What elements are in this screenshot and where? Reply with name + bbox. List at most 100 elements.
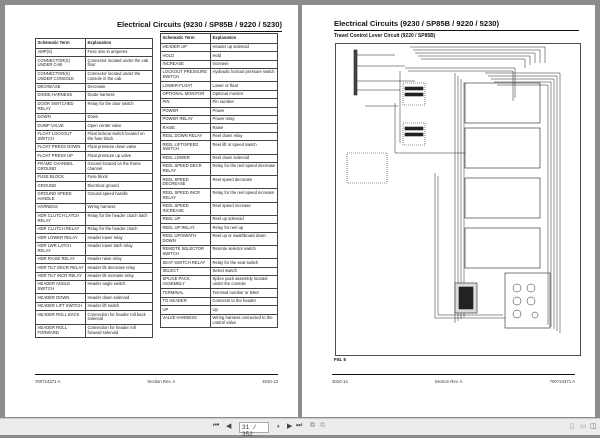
term-cell: DOWN: [35, 112, 86, 123]
term-cell: HEADER LIFT SWITCH: [35, 301, 86, 312]
explanation-cell: Reel lift or speed switch: [210, 140, 278, 155]
explanation-cell: Relay for the door switch: [85, 99, 153, 114]
explanation-cell: Reel down solenoid: [210, 153, 278, 163]
term-cell: VALVE HARNESS: [160, 313, 211, 328]
page-title: Electrical Circuits (9230 / SP85B / 9220…: [116, 20, 282, 29]
explanation-cell: Up: [210, 305, 278, 315]
term-cell: REEL SPEED DECR RELAY: [160, 161, 211, 177]
term-cell: REMOTE SELECTOR SWITCH: [160, 245, 211, 260]
figure-subtitle: Travel Control Lever Circuit (9220 / SP8…: [334, 33, 436, 39]
explanation-cell: Connector located under the console in t…: [85, 69, 153, 84]
first-page-icon[interactable]: ⏮: [213, 422, 220, 429]
two-page-view-icon[interactable]: ◫: [590, 423, 597, 430]
term-cell: HDR LOWER RELAY: [35, 233, 86, 243]
title-rule: [160, 31, 282, 32]
term-cell: HEADER ANGLE SWITCH: [35, 280, 86, 295]
explanation-cell: Lower or float: [210, 81, 278, 91]
term-cell: HOLD: [160, 51, 211, 61]
explanation-cell: Connector located under the cab floor: [85, 56, 153, 71]
page-number: 4010-14: [332, 379, 348, 384]
term-cell: FLOAT LOCKOUT SWITCH: [35, 129, 86, 144]
title-rule: [334, 30, 579, 31]
explanation-cell: Relay for the reel speed increase: [210, 188, 278, 203]
go-back-icon[interactable]: ⧉: [310, 422, 315, 429]
term-cell: REEL UP/SWATH DOWN: [160, 231, 211, 247]
explanation-cell: Reel speed increase: [210, 201, 278, 216]
term-cell: REEL DOWN RELAY: [160, 131, 211, 142]
page-right: Electrical Circuits (9230 / SP85B / 9220…: [302, 5, 595, 417]
explanation-cell: Header up solenoid: [210, 42, 278, 53]
page-left: Electrical Circuits (9230 / SP85B / 9220…: [5, 5, 298, 417]
term-cell: REEL SPEED INCREASE: [160, 201, 211, 216]
explanation-cell: Header lower latch relay: [85, 241, 153, 256]
term-cell: HEADER UP: [160, 42, 211, 53]
explanation-cell: Splice pack assembly located under the c…: [210, 275, 278, 290]
term-cell: OPTIONAL MONITOR: [160, 89, 211, 100]
explanation-cell: Electrical ground: [85, 181, 153, 191]
page-number-input[interactable]: 31 / 352: [239, 422, 269, 438]
term-cell: HEADER DOWN: [35, 293, 86, 303]
figure-label: FIG. 5: [334, 357, 346, 362]
last-page-icon[interactable]: ⏭: [296, 422, 303, 429]
explanation-cell: Relay for the reel speed decrease: [210, 161, 278, 177]
header-term: Schematic Term: [35, 38, 86, 49]
term-cell: TERMINAL: [160, 288, 211, 298]
go-forward-icon[interactable]: ⧉: [320, 422, 325, 429]
term-cell: RAISE: [160, 123, 211, 133]
wiring-diagram: [335, 43, 581, 356]
term-cell: SELECT: [160, 266, 211, 277]
explanation-cell: Hydraulic lockout pressure switch: [210, 68, 278, 83]
term-cell: CONNECTOR(S) UNDER CONSOLE: [35, 69, 86, 84]
continuous-view-icon[interactable]: ▭: [580, 423, 587, 430]
explanation-cell: Down: [85, 112, 153, 123]
explanation-cell: Header raise relay: [85, 254, 153, 265]
term-cell: GROUND SPEED HANDLE: [35, 189, 86, 205]
term-cell: HDR CLUTCH LATCH RELAY: [35, 211, 86, 226]
page-dropdown-icon[interactable]: ▾: [277, 424, 280, 430]
term-cell: SPLICE PACK ASSEMBLY: [160, 275, 211, 290]
term-cell: FUSE BLOCK: [35, 173, 86, 183]
explanation-cell: Open center valve: [85, 121, 153, 131]
page-title: Electrical Circuits (9230 / SP85B / 9220…: [334, 19, 500, 28]
explanation-cell: Raise: [210, 123, 278, 133]
explanation-cell: Header angle switch: [85, 280, 153, 295]
explanation-cell: Header lift switch: [85, 301, 153, 312]
single-page-view-icon[interactable]: ▯: [570, 423, 574, 430]
explanation-cell: Header down solenoid: [85, 293, 153, 303]
previous-page-icon[interactable]: ◀: [226, 423, 232, 430]
explanation-cell: Ground speed handle: [85, 189, 153, 205]
next-page-icon[interactable]: ▶: [287, 423, 293, 430]
explanation-cell: Relay for reel up: [210, 223, 278, 233]
